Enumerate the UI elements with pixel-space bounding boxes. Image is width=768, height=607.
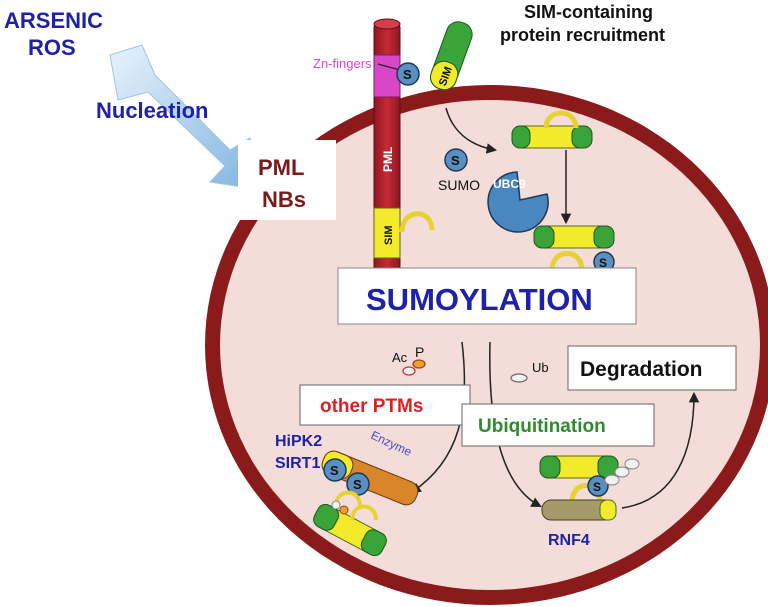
pml-protein: SIM PML xyxy=(373,18,401,273)
ac-label: Ac xyxy=(392,350,408,365)
pml-sim-segment xyxy=(373,207,401,259)
recruitment-arrow xyxy=(445,107,498,154)
p-label: P xyxy=(415,344,424,360)
pml-nbs-box xyxy=(238,140,336,220)
ros-label: ROS xyxy=(28,35,76,60)
sumoylation-label: SUMOYLATION xyxy=(366,282,593,317)
sirt1-label: SIRT1 xyxy=(275,455,320,472)
rnf4-sumo-symbol: S xyxy=(593,480,601,494)
sumo-label: SUMO xyxy=(438,177,480,193)
pml-sim-hook xyxy=(399,211,435,233)
nucleation-label: Nucleation xyxy=(96,98,208,123)
enzyme-complex: S S xyxy=(313,450,419,557)
other-ptms-box xyxy=(299,384,471,426)
sumoylation-box xyxy=(337,267,637,325)
pml-nbs-line1: PML xyxy=(258,155,304,180)
sim-recruitment-line1: SIM-containing xyxy=(524,2,653,22)
rnf4-protein xyxy=(541,499,617,521)
free-sumo: S xyxy=(444,148,468,172)
acetyl-mark xyxy=(402,366,416,376)
enzyme-sumo-1: S xyxy=(330,463,339,478)
degradation-label: Degradation xyxy=(580,358,703,381)
ubiquitination-box xyxy=(461,403,655,447)
pml-nbs-line2: NBs xyxy=(262,187,306,212)
other-ptms-label: other PTMs xyxy=(320,396,423,417)
phospho-mark xyxy=(412,359,426,369)
zn-fingers-segment xyxy=(373,54,401,98)
zn-fingers-label: Zn-fingers xyxy=(313,56,372,71)
enzyme-sumo-2: S xyxy=(353,477,362,492)
pml-rod-label: PML xyxy=(381,147,395,172)
top-sim-protein: SIM xyxy=(430,21,473,91)
zn-fingers-pointer xyxy=(377,63,401,71)
pml-sumo: S xyxy=(396,62,420,86)
substrate-sumo-symbol: S xyxy=(599,256,607,270)
ub-label: Ub xyxy=(532,360,549,375)
ubc9-enzyme: UBC9 xyxy=(487,171,549,233)
sumoylated-substrate: S xyxy=(533,225,615,273)
arsenic-label: ARSENIC xyxy=(4,8,103,33)
ubiquitination-label: Ubiquitination xyxy=(478,416,606,437)
pml-sim-label: SIM xyxy=(383,225,395,245)
free-sumo-symbol: S xyxy=(451,153,460,168)
sim-recruitment-line2: protein recruitment xyxy=(500,25,665,45)
arrow-to-other-ptms xyxy=(410,341,466,494)
hipk2-label: HiPK2 xyxy=(275,433,322,450)
ubc9-label: UBC9 xyxy=(493,177,526,191)
substrate-protein-upper xyxy=(511,110,593,149)
degradation-box xyxy=(567,345,737,391)
ubiquitinated-substrate: S xyxy=(539,455,640,503)
arrow-to-degradation xyxy=(621,391,700,509)
ubiquitin-mark xyxy=(510,373,528,383)
pml-sumo-label: S xyxy=(403,67,412,82)
rnf4-label: RNF4 xyxy=(548,532,590,549)
